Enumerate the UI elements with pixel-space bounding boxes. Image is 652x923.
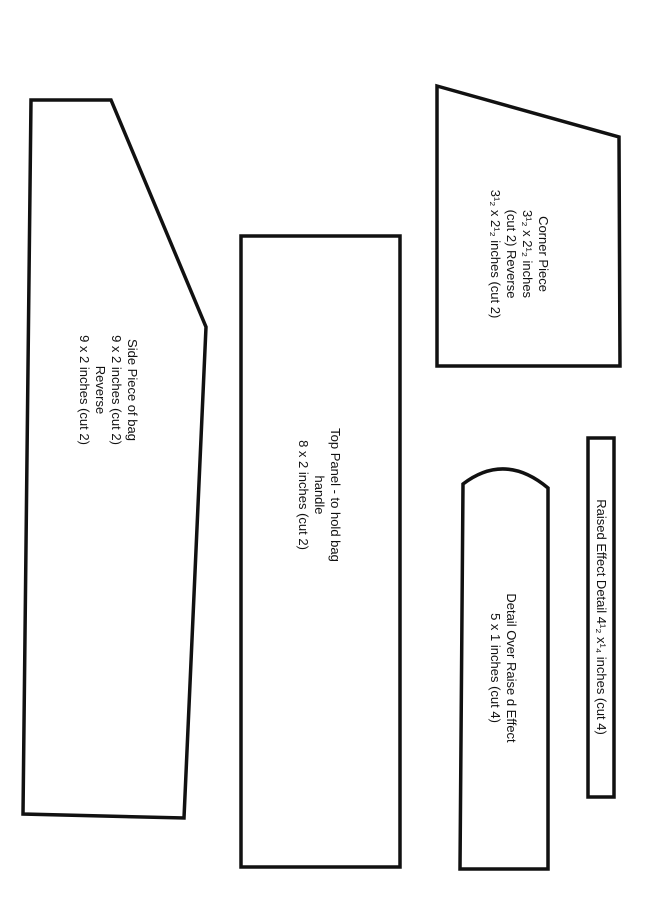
detail-over-outline	[458, 467, 550, 871]
detail-over-label-line1: Detail Over Raise d Effect	[504, 593, 519, 743]
corner-piece-label: Corner Piece 3¹₂ x 2¹₂ inches (cut 2) Re…	[488, 190, 551, 319]
detail-over-label-line2: 5 x 1 inches (cut 4)	[488, 613, 503, 723]
side-piece: Side Piece of bag 9 x 2 inches (cut 2) R…	[21, 98, 208, 820]
raised-effect-piece: Raised Effect Detail 4¹₂ x¹₄ inches (cut…	[586, 436, 616, 799]
top-panel-piece: Top Panel - to hold bag handle 8 x 2 inc…	[239, 234, 402, 869]
corner-piece-label-line3: (cut 2) Reverse	[504, 210, 519, 299]
top-panel-label: Top Panel - to hold bag handle 8 x 2 inc…	[296, 428, 343, 562]
top-panel-label-line2: handle	[312, 475, 327, 514]
corner-piece-label-line2: 3¹₂ x 2¹₂ inches	[520, 210, 535, 299]
side-piece-label-line3: Reverse	[93, 366, 108, 414]
side-piece-label: Side Piece of bag 9 x 2 inches (cut 2) R…	[77, 335, 140, 445]
detail-over-piece: Detail Over Raise d Effect 5 x 1 inches …	[458, 467, 550, 871]
top-panel-label-line1: Top Panel - to hold bag	[328, 428, 343, 562]
side-piece-label-line2: 9 x 2 inches (cut 2)	[109, 335, 124, 445]
corner-piece-label-line1: Corner Piece	[536, 216, 551, 292]
raised-effect-outline	[586, 436, 616, 799]
top-panel-outline	[239, 234, 402, 869]
corner-piece: Corner Piece 3¹₂ x 2¹₂ inches (cut 2) Re…	[435, 83, 622, 368]
corner-piece-label-line4: 3¹₂ x 2¹₂ inches (cut 2)	[488, 190, 503, 319]
raised-effect-label-line1: Raised Effect Detail 4¹₂ x¹₄ inches (cut…	[594, 499, 609, 735]
top-panel-label-line3: 8 x 2 inches (cut 2)	[296, 440, 311, 550]
detail-over-label: Detail Over Raise d Effect 5 x 1 inches …	[488, 593, 519, 743]
raised-effect-label: Raised Effect Detail 4¹₂ x¹₄ inches (cut…	[594, 499, 609, 735]
side-piece-label-line1: Side Piece of bag	[125, 339, 140, 441]
corner-piece-outline	[435, 83, 622, 368]
side-piece-label-line4: 9 x 2 inches (cut 2)	[77, 335, 92, 445]
side-piece-outline	[21, 98, 208, 820]
